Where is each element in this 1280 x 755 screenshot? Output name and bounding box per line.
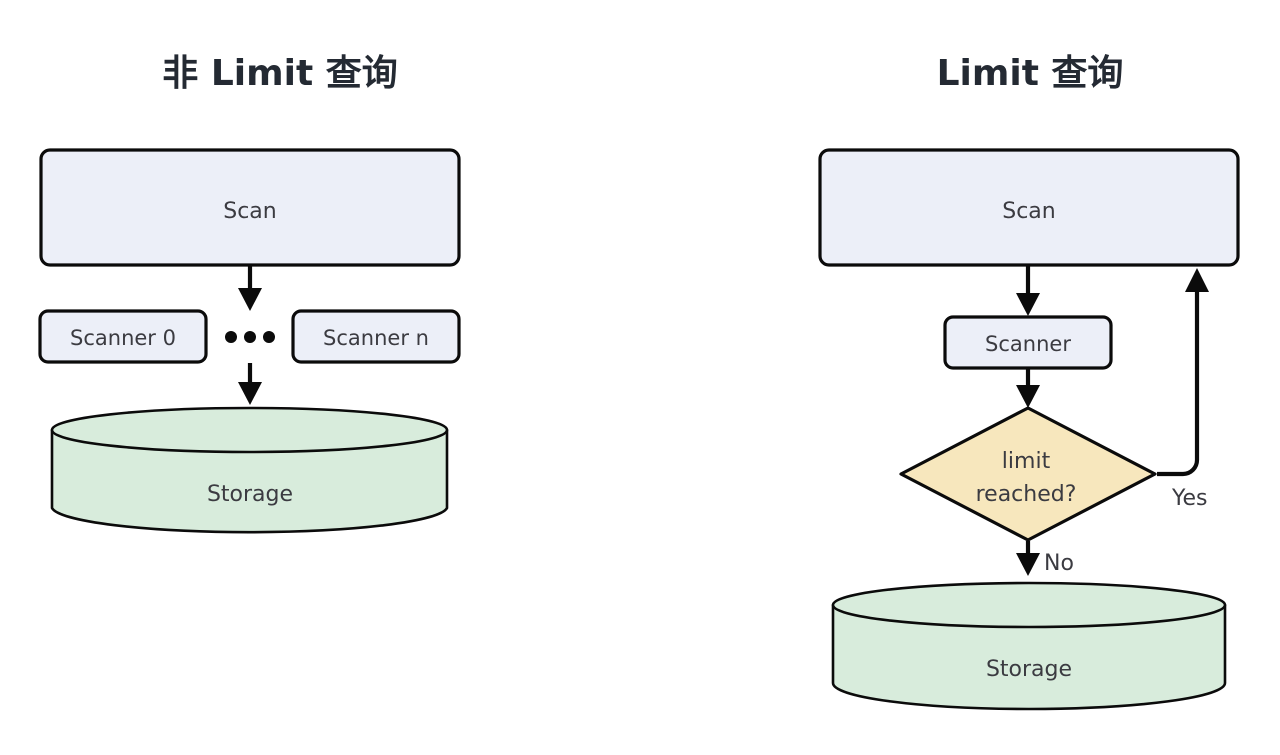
right-scanner-box[interactable]: [943, 315, 1113, 370]
right-storage-top: [831, 581, 1227, 629]
left-scanner-first-label: Scanner 0: [70, 326, 176, 350]
left-edge-scanner-to-storage-arrowhead: [238, 382, 262, 405]
left-edge-scan-to-scanner-arrowhead: [238, 288, 262, 311]
right-scan-label: Scan: [1002, 199, 1056, 224]
right-scan-box[interactable]: [818, 148, 1240, 267]
right-decision-label-line2: reached?: [976, 482, 1077, 507]
right-scanner-label: Scanner: [985, 332, 1071, 356]
right-edge-scanner-to-decision-arrowhead: [1016, 385, 1040, 408]
right-edge-no-arrowhead: [1016, 553, 1040, 576]
left-scanner-first-box[interactable]: [38, 309, 208, 364]
right-decision-node[interactable]: limit reached?: [899, 406, 1157, 542]
right-edge-scan-to-scanner-arrowhead: [1016, 293, 1040, 316]
right-scan-node[interactable]: Scan: [818, 148, 1240, 267]
right-storage-label: Storage: [986, 657, 1072, 682]
left-edge-scan-to-scanner: [238, 266, 262, 311]
left-storage-top: [50, 406, 449, 454]
right-decision-label-line1: limit: [1002, 449, 1051, 474]
left-scan-box[interactable]: [39, 148, 461, 267]
left-edge-scanner-to-storage: [238, 363, 262, 405]
right-scanner-node[interactable]: Scanner: [943, 315, 1113, 370]
left-panel-title: 非 Limit 查询: [162, 53, 397, 94]
right-edge-yes-loop-line: [1157, 289, 1200, 477]
right-edge-yes-loop: Yes: [1157, 268, 1209, 511]
left-scanner-first-node[interactable]: Scanner 0: [38, 309, 208, 364]
left-scanner-last-node[interactable]: Scanner n: [291, 309, 461, 364]
right-edge-no: No: [1016, 541, 1074, 576]
left-storage-label: Storage: [207, 482, 293, 507]
left-ellipsis-icon: [225, 331, 275, 343]
right-edge-scan-to-scanner: [1016, 266, 1040, 316]
right-decision-diamond[interactable]: [899, 406, 1157, 542]
right-panel: Limit 查询 Scan Scanner: [818, 53, 1240, 711]
left-storage-body[interactable]: [50, 428, 449, 534]
left-scanner-last-box[interactable]: [291, 309, 461, 364]
right-edge-scanner-to-decision: [1016, 369, 1040, 408]
right-edge-no-label: No: [1044, 551, 1074, 576]
right-panel-title: Limit 查询: [937, 53, 1124, 94]
left-panel: 非 Limit 查询 Scan Scanner 0: [38, 53, 461, 534]
left-scan-node[interactable]: Scan: [39, 148, 461, 267]
left-scanner-last-label: Scanner n: [323, 326, 429, 350]
right-edge-yes-label: Yes: [1171, 486, 1208, 511]
right-edge-yes-loop-arrowhead: [1185, 268, 1209, 292]
left-scan-label: Scan: [223, 199, 277, 224]
right-storage-body[interactable]: [831, 603, 1227, 711]
left-storage-node[interactable]: Storage: [50, 406, 449, 534]
right-storage-node[interactable]: Storage: [831, 581, 1227, 711]
